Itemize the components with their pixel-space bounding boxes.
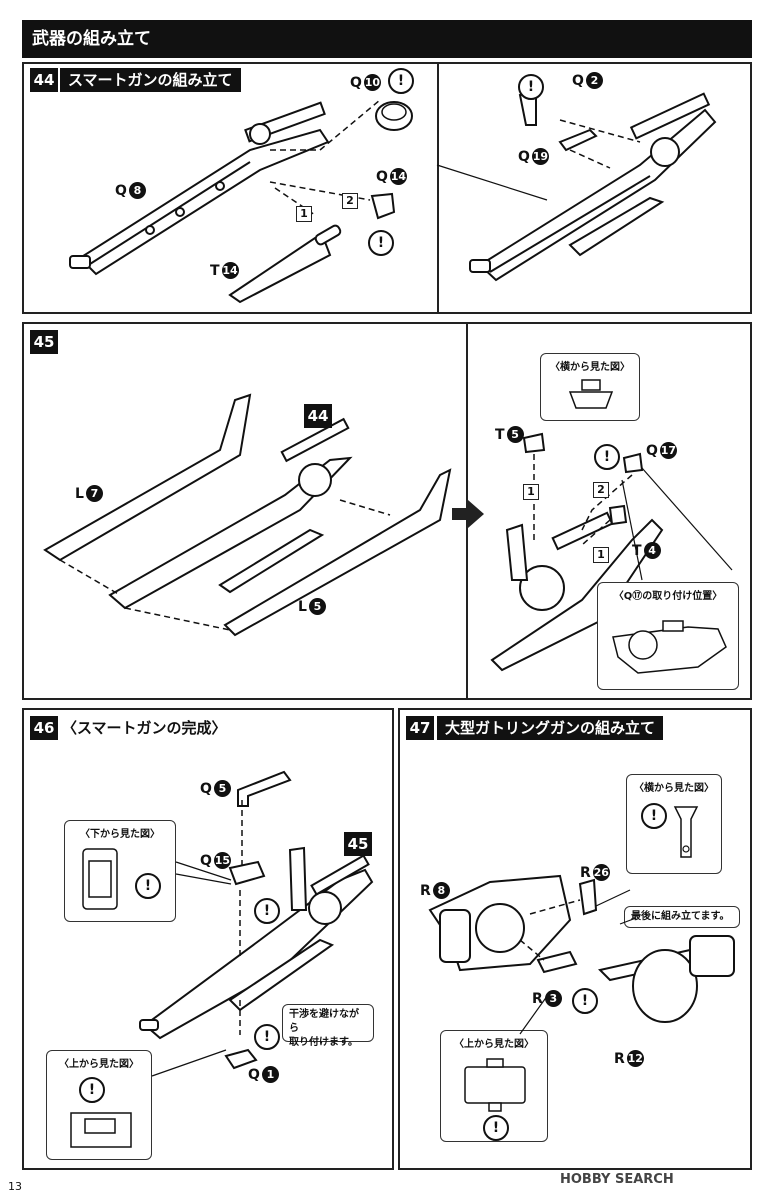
side-view-part-47 <box>673 806 699 858</box>
exclaim-q15: ! <box>254 898 280 924</box>
panel-divider <box>437 64 439 312</box>
zoom-lines-44 <box>436 164 548 201</box>
step-45-number: 45 <box>30 330 58 354</box>
step-47-title: 大型ガトリングガンの組み立て <box>437 716 664 740</box>
exclaim-q10: ! <box>388 68 414 94</box>
side-view-part <box>568 379 614 409</box>
leader-lines-46a <box>175 861 232 885</box>
step-46-assembly <box>139 800 374 1040</box>
exclaim-q17: ! <box>594 444 620 470</box>
step-44-gun-right <box>469 90 717 282</box>
step-44-number: 44 <box>30 68 58 92</box>
step-46-title: 〈スマートガンの完成〉 <box>62 719 227 737</box>
section-header: 武器の組み立て <box>22 20 752 58</box>
note-attach-last: 最後に組み立てます。 <box>624 906 740 928</box>
q17-position-drawing <box>612 620 727 674</box>
step-47-assembly <box>428 874 735 1023</box>
inset-bottom-view: 〈下から見た図〉 ! <box>64 820 176 922</box>
page-number: 13 <box>8 1180 22 1193</box>
exclaim-r3: ! <box>572 988 598 1014</box>
exclaim-side-view-47: ! <box>641 803 667 829</box>
inset-side-view-45: 〈横から見た図〉 <box>540 353 640 421</box>
exclaim-q1: ! <box>254 1024 280 1050</box>
inset-q17-position: 〈Q⑰の取り付け位置〉 <box>597 582 739 690</box>
watermark: HOBBY SEARCH <box>560 1172 674 1187</box>
note-avoid-interference: 干渉を避けながら 取り付けます。 <box>282 1004 374 1048</box>
step-44-gun-left <box>69 99 381 304</box>
inset-top-view-47: 〈上から見た図〉 ! <box>440 1030 548 1142</box>
step-45-assembly <box>43 393 452 637</box>
part-q5-drawing <box>237 770 292 807</box>
exclaim-q2: ! <box>518 74 544 100</box>
step-46-ref-45: 45 <box>344 832 372 856</box>
top-view-part-46 <box>70 1112 132 1148</box>
leader-lines-47 <box>519 991 551 1035</box>
exclaim-q14: ! <box>368 230 394 256</box>
exclaim-top-view-46: ! <box>79 1077 105 1103</box>
leader-lines-46b <box>151 1049 227 1077</box>
part-q1-drawing <box>224 1048 258 1070</box>
step-47-number: 47 <box>406 716 434 740</box>
top-view-part-47 <box>464 1058 526 1112</box>
order-2-44: 2 <box>342 193 358 209</box>
part-q10-drawing <box>375 101 413 131</box>
order-1-44: 1 <box>296 206 312 222</box>
inset-side-view-47: 〈横から見た図〉 ! <box>626 774 722 874</box>
exclaim-top-view-47: ! <box>483 1115 509 1141</box>
step-45-ref-44: 44 <box>304 404 332 428</box>
step-44-title: スマートガンの組み立て <box>60 68 241 92</box>
part-q14-drawing <box>370 192 396 220</box>
order-2-45: 2 <box>593 482 609 498</box>
order-1-45a: 1 <box>523 484 539 500</box>
next-arrow-icon <box>452 500 484 528</box>
bottom-view-part <box>82 848 118 910</box>
exclaim-bottom-view: ! <box>135 873 161 899</box>
order-1-45b: 1 <box>593 547 609 563</box>
step-46-number: 46 <box>30 716 58 740</box>
inset-top-view-46: 〈上から見た図〉 ! <box>46 1050 152 1160</box>
